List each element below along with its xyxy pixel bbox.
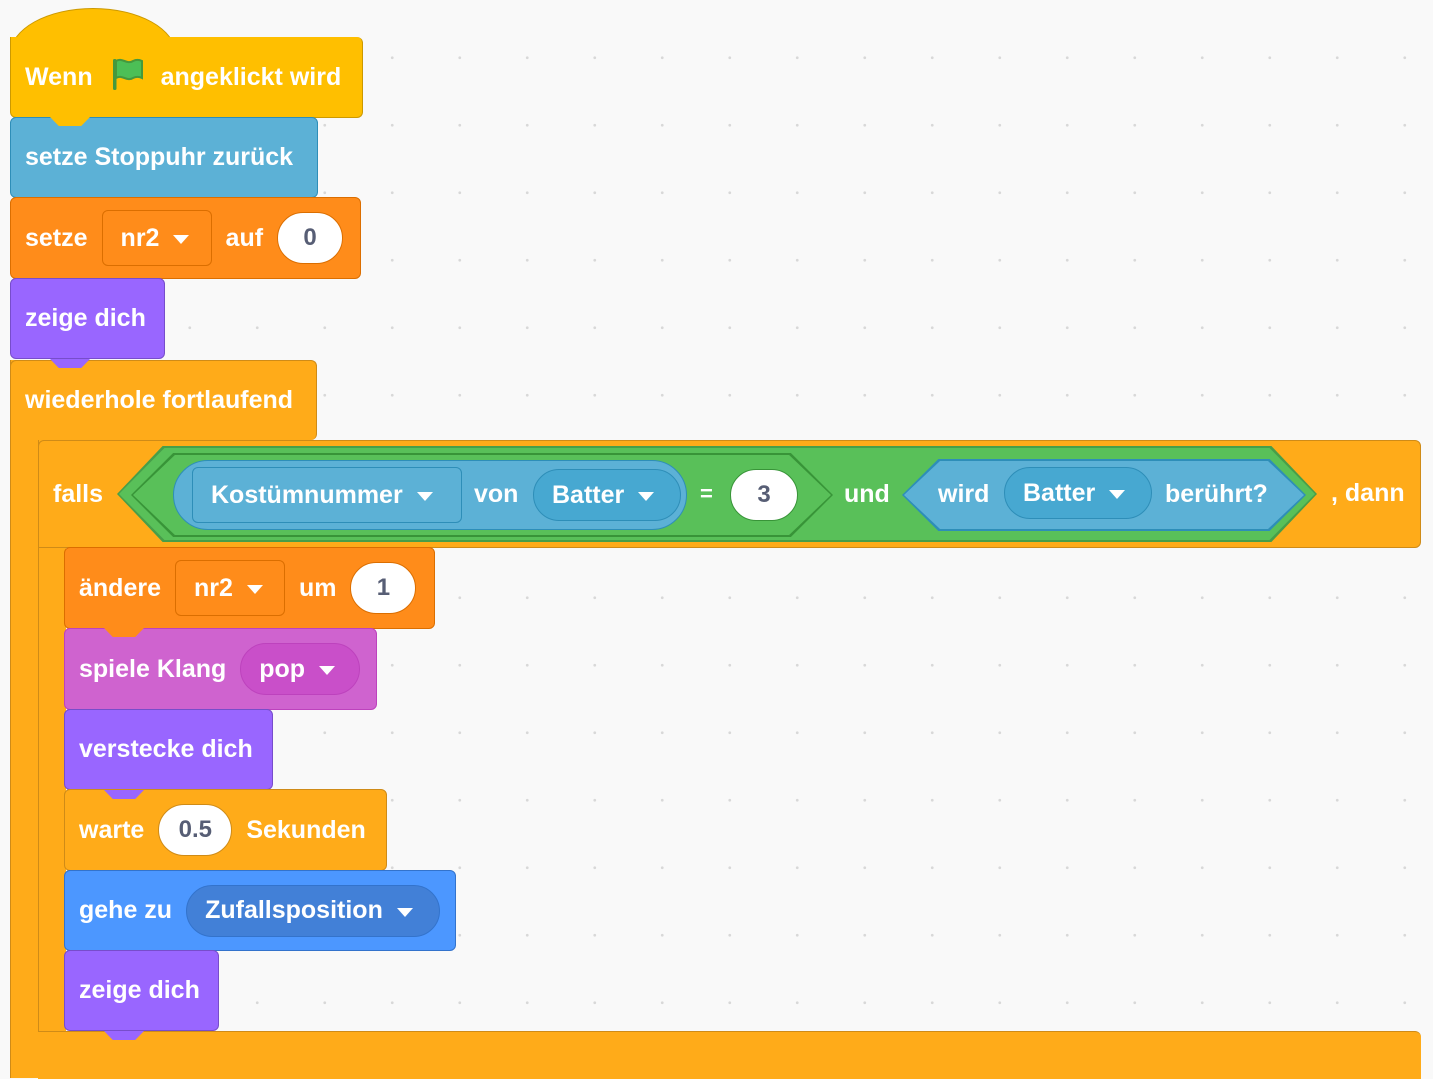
- play-sound-label: spiele Klang: [79, 654, 227, 683]
- variable-dropdown-label: nr2: [120, 223, 160, 252]
- sound-dropdown[interactable]: pop: [240, 643, 361, 695]
- variable-dropdown-2[interactable]: nr2: [174, 560, 285, 616]
- set-value-input[interactable]: 0: [277, 212, 344, 264]
- equals-value: 3: [757, 481, 771, 508]
- equals-value-input[interactable]: 3: [730, 469, 798, 521]
- play-sound-block[interactable]: spiele Klang pop: [64, 628, 377, 710]
- change-variable-block[interactable]: ändere nr2 um 1: [64, 547, 435, 629]
- block-notch: [104, 790, 144, 799]
- wait-value: 0.5: [178, 816, 212, 843]
- variable-dropdown-label-2: nr2: [193, 573, 233, 602]
- if-block-bottom-arm: [38, 1031, 1421, 1079]
- show-label-2: zeige dich: [79, 976, 200, 1004]
- if-then-label: , dann: [1331, 479, 1405, 507]
- go-to-target-label: Zufallsposition: [205, 896, 383, 924]
- reset-timer-block[interactable]: setze Stoppuhr zurück: [10, 117, 318, 198]
- chevron-down-icon: [319, 666, 336, 675]
- seconds-label: Sekunden: [246, 815, 366, 844]
- reset-timer-label: setze Stoppuhr zurück: [25, 143, 294, 171]
- hat-label-post: angeklickt wird: [160, 62, 342, 91]
- sound-dropdown-label: pop: [259, 654, 306, 683]
- chevron-down-icon: [1109, 490, 1126, 499]
- chevron-down-icon: [173, 235, 190, 244]
- chevron-down-icon: [246, 585, 263, 594]
- green-flag-icon: [109, 56, 145, 99]
- touching-sprite-dropdown[interactable]: Batter: [1004, 467, 1152, 519]
- go-to-target-dropdown[interactable]: Zufallsposition: [186, 884, 441, 937]
- of-label: von: [474, 480, 519, 508]
- change-value: 1: [376, 574, 391, 601]
- hat-label-pre: Wenn: [25, 62, 93, 91]
- chevron-down-icon: [416, 492, 433, 501]
- and-label: und: [844, 480, 890, 508]
- show-block[interactable]: zeige dich: [10, 278, 165, 359]
- block-notch: [104, 628, 144, 637]
- change-label: ändere: [79, 573, 161, 602]
- forever-block[interactable]: wiederhole fortlaufend: [10, 360, 317, 440]
- by-label: um: [298, 573, 337, 602]
- wait-block[interactable]: warte 0.5 Sekunden: [64, 789, 387, 871]
- forever-label: wiederhole fortlaufend: [25, 386, 294, 414]
- touching-sprite-label: Batter: [1023, 478, 1096, 507]
- change-value-input[interactable]: 1: [350, 562, 417, 614]
- variable-dropdown[interactable]: nr2: [101, 210, 212, 266]
- equals-sign: =: [700, 481, 713, 506]
- block-notch: [104, 1031, 144, 1040]
- costume-property-dropdown[interactable]: Kostümnummer: [192, 467, 462, 523]
- set-label: setze: [25, 223, 88, 252]
- costume-property-label: Kostümnummer: [211, 480, 403, 509]
- sprite-dropdown-label: Batter: [552, 480, 625, 509]
- show-label: zeige dich: [25, 304, 146, 332]
- when-flag-clicked-hat[interactable]: Wenn angeklickt wird: [10, 37, 363, 118]
- block-notch: [50, 117, 90, 126]
- chevron-down-icon: [638, 492, 655, 501]
- hide-label: verstecke dich: [79, 735, 253, 763]
- hide-block[interactable]: verstecke dich: [64, 709, 273, 790]
- set-value: 0: [303, 224, 317, 251]
- if-label: falls: [53, 479, 104, 508]
- block-notch: [50, 359, 90, 368]
- set-variable-block[interactable]: setze nr2 auf 0: [10, 197, 361, 279]
- forever-block-arm: [10, 360, 41, 1078]
- touching-label: wird: [938, 480, 990, 508]
- touched-label: berührt?: [1165, 480, 1268, 508]
- wait-value-input[interactable]: 0.5: [158, 804, 233, 856]
- wait-label: warte: [79, 815, 145, 844]
- show-block-2[interactable]: zeige dich: [64, 950, 219, 1031]
- go-to-label: gehe zu: [79, 896, 173, 924]
- go-to-block[interactable]: gehe zu Zufallsposition: [64, 870, 456, 951]
- sprite-dropdown[interactable]: Batter: [533, 469, 681, 521]
- to-label: auf: [225, 223, 264, 252]
- chevron-down-icon: [396, 907, 413, 917]
